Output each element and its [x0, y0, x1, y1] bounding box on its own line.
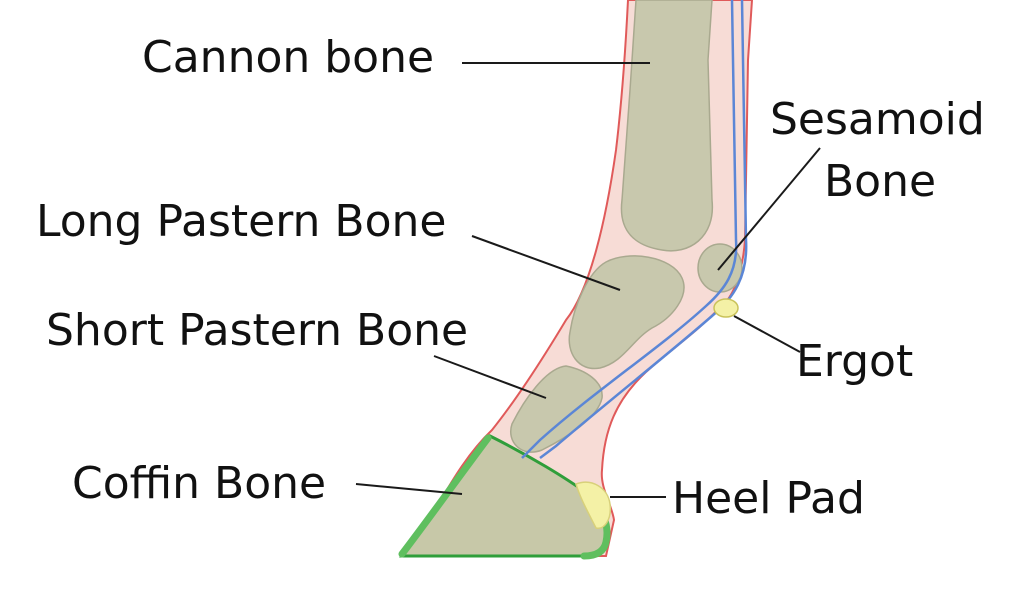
- deep-flexor-tendon: [521, 0, 738, 459]
- leader-sesamoid: [717, 147, 821, 271]
- cannon-bone: [620, 0, 714, 252]
- label-long-pastern-bone: Long Pastern Bone: [36, 196, 446, 247]
- hoof-wall: [398, 434, 492, 558]
- superficial-flexor-tendon: [539, 0, 748, 459]
- label-sesamoid-line1: Sesamoid: [770, 94, 985, 145]
- label-heel-pad: Heel Pad: [672, 473, 865, 524]
- heel-pad: [575, 481, 612, 529]
- label-coffin-bone: Coffin Bone: [72, 458, 326, 509]
- leader-ergot: [733, 315, 801, 353]
- leader-coffin: [355, 483, 463, 495]
- label-cannon-bone: Cannon bone: [142, 32, 434, 83]
- leader-long-pastern: [471, 235, 621, 291]
- short-pastern-bone: [509, 365, 603, 453]
- label-short-pastern-bone: Short Pastern Bone: [46, 305, 468, 356]
- long-pastern-bone: [568, 255, 685, 370]
- label-sesamoid-line2: Bone: [824, 156, 936, 207]
- ergot: [713, 298, 739, 318]
- leader-short-pastern: [433, 355, 547, 399]
- label-ergot: Ergot: [796, 336, 913, 387]
